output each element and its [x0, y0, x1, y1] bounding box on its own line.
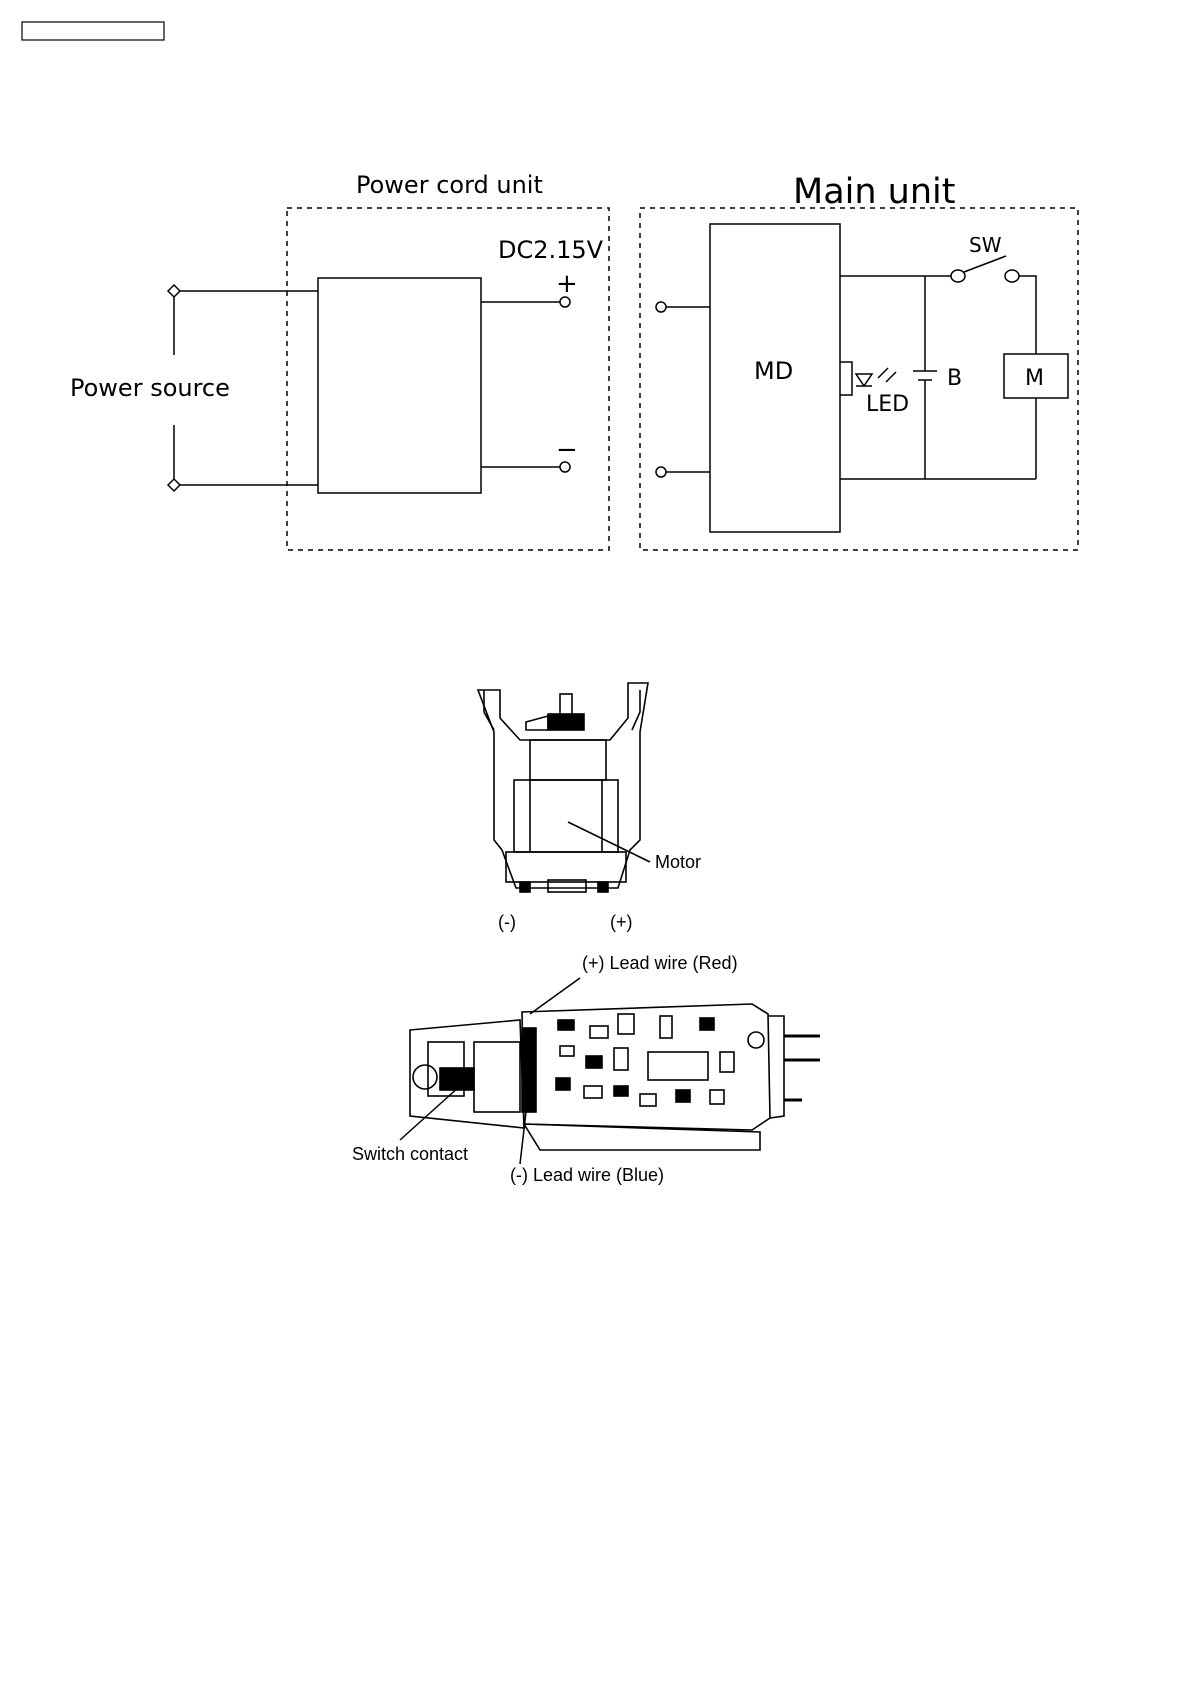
led-branch-wire [840, 362, 852, 395]
minus-sign: − [556, 435, 578, 465]
motor-top-collar [530, 740, 606, 780]
input-terminal-top [656, 302, 666, 312]
switch-contact-leader [400, 1086, 460, 1140]
pcb-component-14 [710, 1090, 724, 1104]
pcb-chip-large [648, 1052, 708, 1080]
motor-terminal-left [520, 882, 530, 892]
pcb-component-4 [660, 1016, 672, 1038]
switch-label: SW [969, 233, 1002, 257]
pcb-component-8 [614, 1048, 628, 1070]
switch-contact-label: Switch contact [352, 1144, 468, 1164]
pcb-leader-lines [400, 978, 580, 1164]
motor-end-cap [506, 852, 626, 882]
motor-minus-terminal: (-) [498, 912, 516, 932]
battery-label: B [947, 366, 962, 391]
motor-label: Motor [655, 852, 701, 872]
pcb-component-1 [558, 1020, 574, 1030]
plus-lead-leader [530, 978, 580, 1014]
motor-terminal-right [598, 882, 608, 892]
motor-plus-terminal: (+) [610, 912, 633, 932]
main-unit-title: Main unit [793, 172, 956, 212]
motor-drive-gear [548, 714, 584, 730]
pcb-component-2 [590, 1026, 608, 1038]
power-source-label: Power source [70, 374, 230, 402]
plus-sign: + [556, 269, 578, 299]
pcb-component-5 [700, 1018, 714, 1030]
power-source-diamond-top [168, 285, 180, 297]
motor-box-label: M [1025, 366, 1044, 391]
md-label: MD [754, 357, 793, 385]
led-diode-symbol [856, 374, 872, 386]
switch-contact-left [951, 270, 965, 282]
power-source-diamond-bottom [168, 479, 180, 491]
pcb-component-11 [614, 1086, 628, 1096]
pcb-component-10 [584, 1086, 602, 1098]
header-box [22, 22, 164, 40]
pcb-component-12 [640, 1094, 656, 1106]
switch-to-motor-wire [1019, 276, 1036, 354]
switch-blade [964, 256, 1006, 272]
pcb-bottom-chassis [524, 1124, 760, 1150]
voltage-label: DC2.15V [498, 236, 604, 264]
plus-lead-label: (+) Lead wire (Red) [582, 953, 738, 973]
led-label: LED [866, 392, 909, 417]
switch-contact-right [1005, 270, 1019, 282]
pcb-component-9 [556, 1078, 570, 1090]
motor-figure [478, 683, 650, 892]
pcb-component-6 [560, 1046, 574, 1056]
motor-housing-right-ear [632, 690, 640, 730]
adapter-box [318, 278, 481, 493]
minus-lead-label: (-) Lead wire (Blue) [510, 1165, 664, 1185]
motor-drive-arm [526, 716, 548, 730]
pcb-contact-strip [474, 1042, 520, 1112]
circuit-diagram: Power cord unit Main unit Power source D… [70, 171, 1078, 550]
pcb-component-3 [618, 1014, 634, 1034]
pcb-component-15 [720, 1052, 734, 1072]
pcb-figure [410, 1004, 820, 1150]
pcb-terminal-block [522, 1028, 536, 1112]
led-emission-arrow-1 [878, 368, 888, 378]
led-emission-arrow-2 [886, 372, 896, 382]
power-cord-unit-title: Power cord unit [356, 171, 543, 199]
pcb-component-7 [586, 1056, 602, 1068]
pcb-round-component [748, 1032, 764, 1048]
pcb-switch-block [440, 1068, 474, 1090]
input-terminal-bottom [656, 467, 666, 477]
pcb-component-13 [676, 1090, 690, 1102]
pcb-round-switch-part [413, 1065, 437, 1089]
